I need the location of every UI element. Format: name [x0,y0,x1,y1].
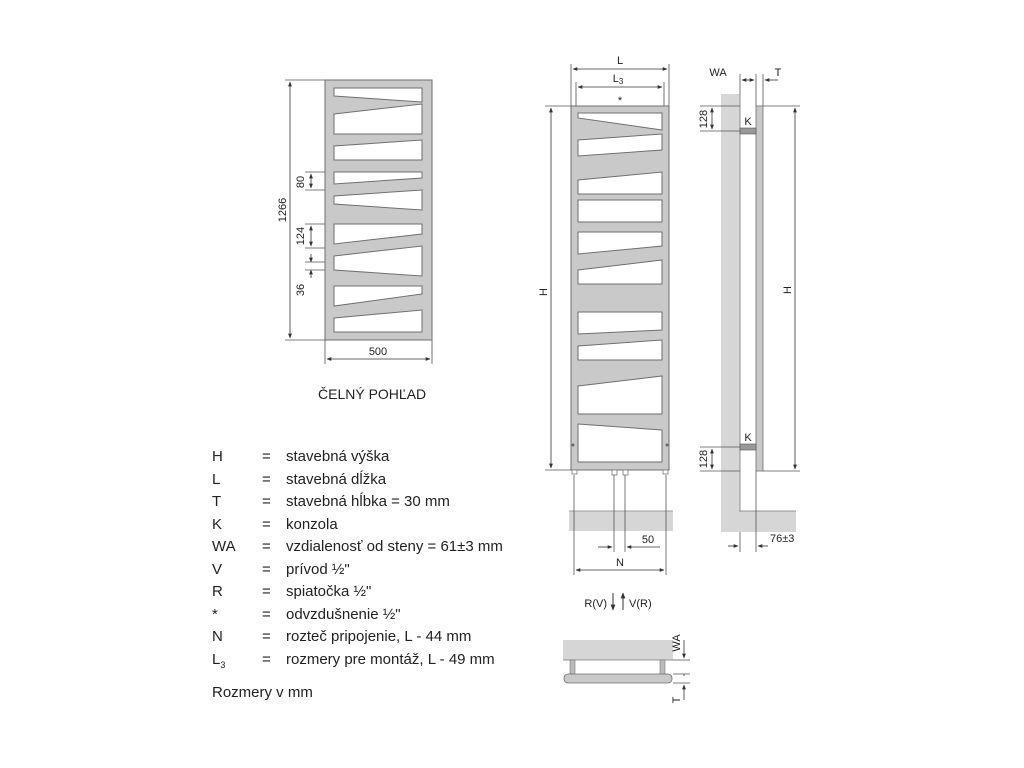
middle-view-radiator [570,105,670,476]
middle-width-dimensions: L L3 * [570,55,670,107]
legend-description: rozteč pripojenie, L - 44 mm [286,628,472,645]
side-H-label: H [782,286,794,294]
front-view-radiator [324,79,433,341]
legend-equals: = [262,448,271,465]
legend-symbol: H [212,448,223,465]
side-bottom-dimension: 76±3 [728,471,794,552]
svg-text:L3: L3 [613,73,624,86]
legend-description: prívod ½" [286,560,350,578]
side-wall [721,94,740,532]
legend-equals: = [262,650,271,668]
legend-description: konzola [286,515,338,533]
side-128-bottom-label: 128 [698,450,710,468]
middle-H-label: H [538,288,550,296]
side-floor [740,511,796,532]
legend-description: vzdialenosť od steny = 61±3 mm [286,538,503,555]
front-width-label: 500 [369,346,387,358]
side-bracket-dimensions: 128 128 [698,105,740,472]
front-gap-dimensions: 80 124 36 [295,171,325,296]
side-top-dimensions: WA T [709,67,782,106]
legend-row: H = stavebná výška [212,446,503,469]
legend-symbol: WA [212,538,236,555]
flow-R-label: R(V) [584,598,607,610]
legend-equals: = [262,493,271,510]
legend-description: stavebná hĺbka = 30 mm [286,493,450,510]
legend-row: R = spiatočka ½" [212,581,503,604]
legend-equals: = [262,605,271,623]
side-T-label: T [775,67,782,79]
legend-description: rozmery pre montáž, L - 49 mm [286,650,495,668]
gap-dim-80: 80 [295,176,307,188]
legend-description: odvzdušnenie ½" [286,605,401,623]
middle-bottom-dimensions: 50 N [573,475,667,575]
legend-description: stavebná výška [286,448,390,465]
flow-direction: R(V) V(R) [584,592,652,611]
legend-symbol: * [212,605,218,623]
middle-floor [569,511,673,531]
bottom-WA-label: WA [671,634,683,652]
dim-N-label: N [616,557,624,569]
legend-row: L3 = rozmery pre montáž, L - 49 mm [212,649,503,672]
legend-equals: = [262,628,271,645]
legend-row: V = prívod ½" [212,559,503,582]
legend-symbol: V [212,560,223,578]
side-76-label: 76±3 [770,533,794,545]
bottom-T-label: T [671,696,683,703]
legend-equals: = [262,583,271,600]
side-WA-label: WA [709,67,727,79]
legend-description: stavebná dĺžka [286,470,387,488]
dim-L3-subscript: 3 [619,77,624,86]
bottom-view: WA T [563,634,690,703]
legend-symbol: L3 [212,650,226,670]
bracket-bottom-label: K [744,432,752,444]
dim-L-label: L [617,55,623,67]
middle-height-dimension: H [538,105,571,471]
legend-row: L = stavebná dĺžka [212,469,503,492]
gap-dim-36: 36 [295,284,307,296]
legend-row: T = stavebná hĺbka = 30 mm [212,491,503,514]
units-note: Rozmery v mm [212,684,313,701]
side-128-top-label: 128 [698,110,710,128]
dim-L3-label: L [613,73,619,85]
air-vent-mark: * [618,95,623,107]
legend-row: * = odvzdušnenie ½" [212,604,503,627]
legend-description: spiatočka ½" [286,583,372,600]
side-radiator-profile [755,105,764,472]
legend-symbol: R [212,583,223,600]
bracket-top [739,127,757,135]
legend-symbol: L [212,470,221,488]
legend-equals: = [262,515,271,533]
front-width-dimension: 500 [324,340,433,364]
flow-V-label: V(R) [629,598,652,610]
gap-dim-124: 124 [295,227,307,245]
legend-equals: = [262,470,271,488]
legend-row: WA = vzdialenosť od steny = 61±3 mm [212,536,503,559]
legend-symbol: N [212,628,223,645]
legend-symbol: K [212,515,223,533]
legend-equals: = [262,560,271,578]
dim-50-label: 50 [642,534,654,546]
bracket-top-label: K [744,116,752,128]
side-height-dimension: H [763,105,800,472]
front-height-dimension: 1266 [277,79,325,341]
bracket-bottom [739,443,757,451]
legend-row: N = rozteč pripojenie, L - 44 mm [212,626,503,649]
front-view-title: ČELNÝ POHĽAD [318,386,427,402]
side-view: K K [721,94,796,532]
legend-equals: = [262,538,271,555]
legend-symbol: T [212,493,222,510]
legend-row: K = konzola [212,514,503,537]
front-height-label: 1266 [277,198,289,222]
